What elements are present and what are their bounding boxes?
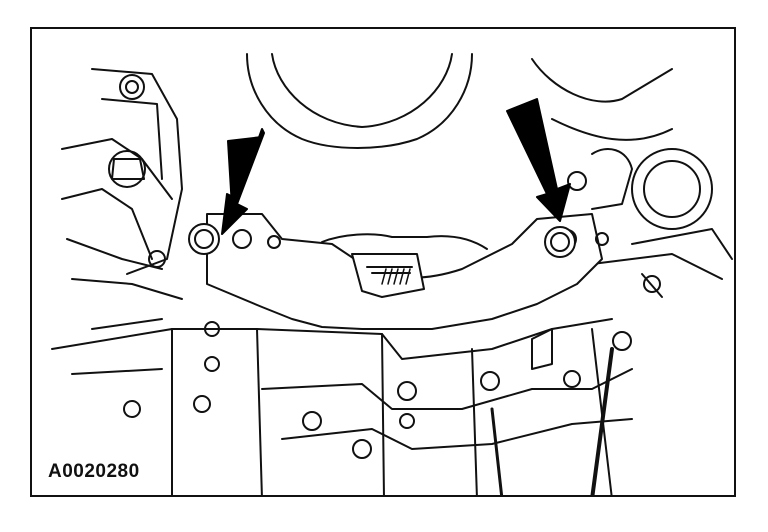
left-engine-block bbox=[61, 68, 183, 300]
right-engine-block bbox=[531, 58, 733, 298]
engine-illustration bbox=[51, 53, 733, 495]
left-bolt-arrow bbox=[221, 128, 265, 235]
right-mounting-bolt bbox=[544, 226, 576, 258]
lower-cover bbox=[51, 318, 633, 495]
figure-id-label: A0020280 bbox=[46, 461, 142, 483]
timing-cover-outline bbox=[246, 53, 473, 149]
left-mounting-bolt bbox=[188, 223, 220, 255]
right-bolt-arrow bbox=[506, 98, 571, 222]
illustration-frame: A0020280 bbox=[30, 27, 736, 497]
crankshaft-bore bbox=[271, 53, 453, 128]
sensor-bracket bbox=[206, 213, 609, 330]
sensor-spring bbox=[381, 268, 411, 285]
